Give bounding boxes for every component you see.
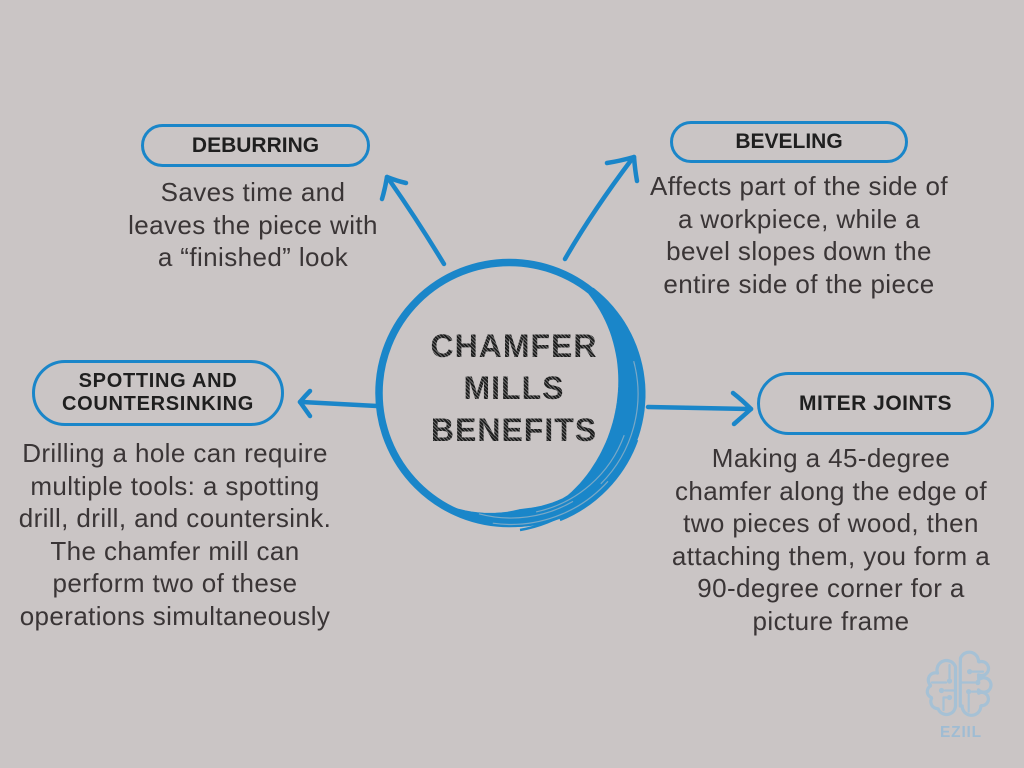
svg-text:EZIIL: EZIIL — [940, 724, 982, 741]
